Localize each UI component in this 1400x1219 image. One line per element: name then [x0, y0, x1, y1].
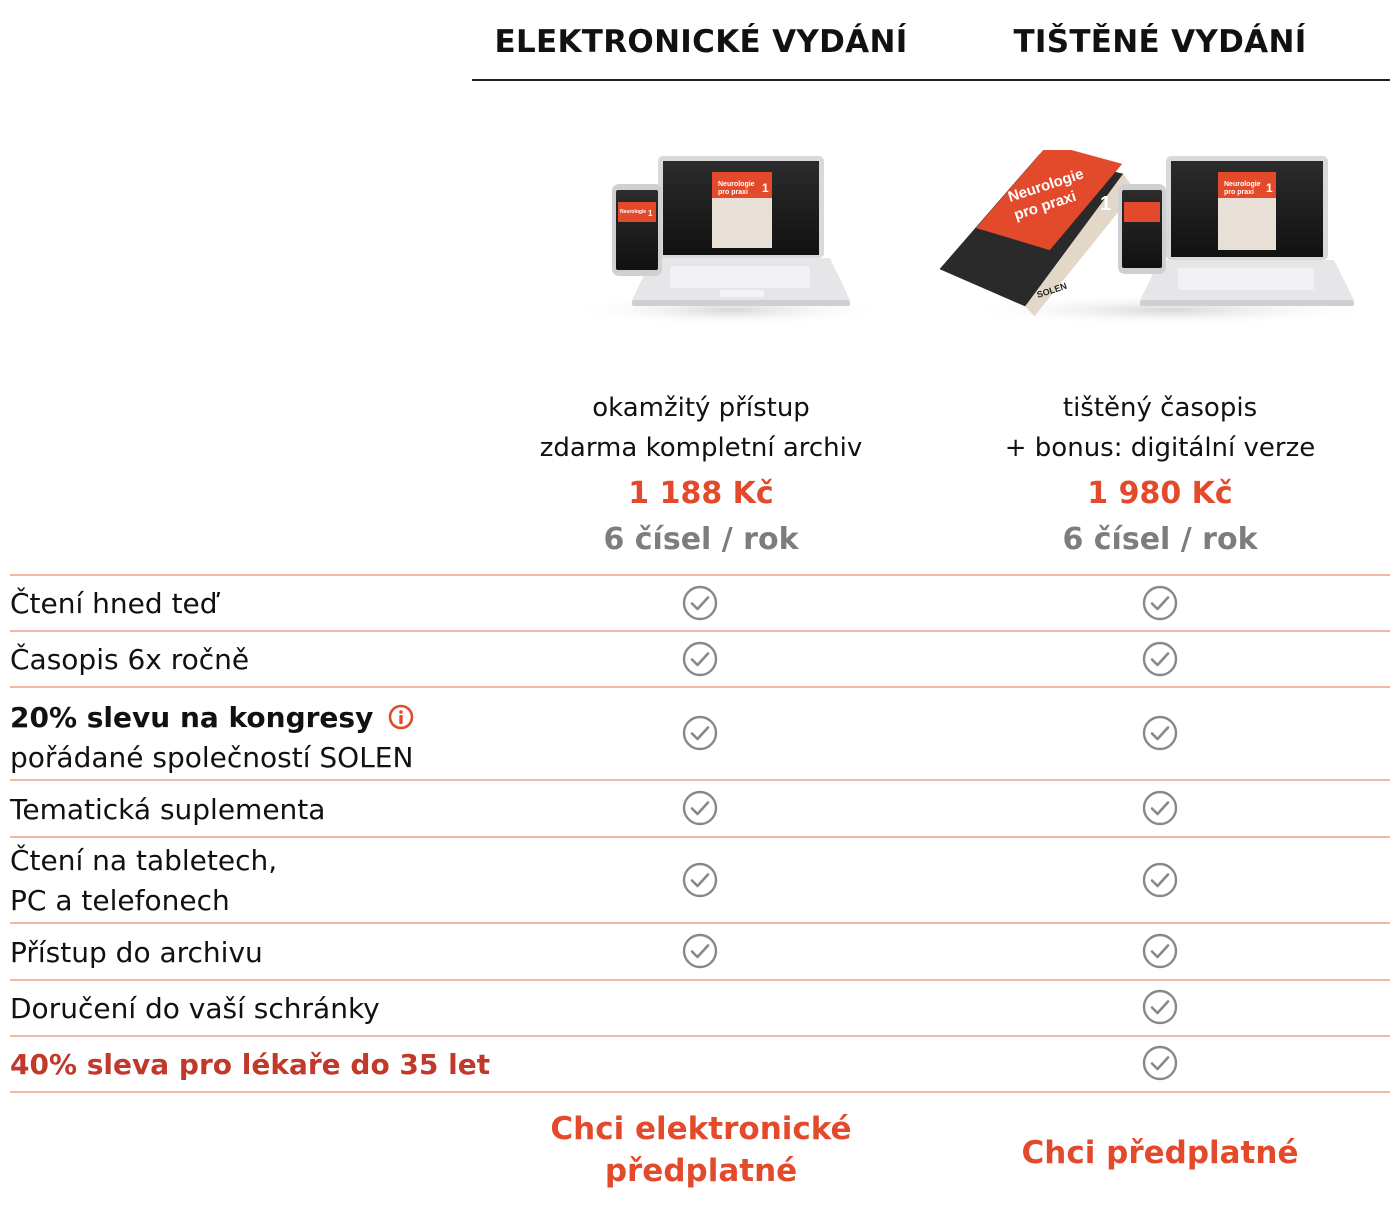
row-divider: [10, 979, 1390, 981]
svg-text:1: 1: [762, 181, 769, 195]
row-divider: [10, 574, 1390, 576]
svg-text:1: 1: [1266, 181, 1273, 195]
print-edition-heading: TIŠTĚNÉ VYDÁNÍ: [1013, 24, 1307, 60]
check-icon: [682, 715, 718, 751]
row-divider: [10, 1035, 1390, 1037]
check-icon: [1142, 715, 1178, 751]
svg-text:pro praxi: pro praxi: [1224, 189, 1254, 196]
electronic-plan-price: 1 188 Kč: [628, 476, 774, 511]
electronic-plan-desc-line1: okamžitý přístup: [592, 393, 810, 423]
feature-label-young-doctor-discount: 40% sleva pro lékaře do 35 let: [10, 1048, 491, 1081]
print-edition-bundle-image: Neurologie pro praxi 1 Neurologie pro pr…: [939, 150, 1380, 326]
subscribe-electronic-link[interactable]: Chci elektronické předplatné: [550, 1111, 852, 1189]
check-icon: [1142, 862, 1178, 898]
feature-label-magazine-6x: Časopis 6x ročně: [10, 643, 250, 676]
svg-text:Neurologie: Neurologie: [1224, 181, 1261, 188]
check-icon: [1142, 790, 1178, 826]
feature-label-devices: Čtení na tabletech, PC a telefonech: [10, 844, 278, 917]
svg-text:1: 1: [648, 209, 653, 218]
print-plan-desc-line1: tištěný časopis: [1062, 393, 1258, 423]
row-divider: [10, 836, 1390, 838]
check-icon: [682, 862, 718, 898]
feature-label-congress-discount: 20% slevu na kongresy pořádané společnos…: [10, 698, 414, 778]
row-divider: [10, 630, 1390, 632]
electronic-plan-summary: okamžitý přístup zdarma kompletní archiv…: [472, 388, 930, 560]
print-plan-desc-line2: + bonus: digitální verze: [1004, 433, 1316, 463]
check-icon: [1142, 933, 1178, 969]
feature-label-delivery: Doručení do vaší schránky: [10, 992, 380, 1025]
check-icon: [682, 641, 718, 677]
svg-text:Neurologie: Neurologie: [620, 209, 646, 215]
feature-label-congress-discount-bold: 20% slevu na kongresy: [10, 701, 374, 734]
header-divider: [472, 79, 1390, 81]
check-icon: [682, 585, 718, 621]
check-icon: [1142, 585, 1178, 621]
info-icon[interactable]: [388, 704, 414, 730]
svg-text:1: 1: [1100, 193, 1111, 215]
row-divider: [10, 1091, 1390, 1093]
print-plan-summary: tištěný časopis + bonus: digitální verze…: [930, 388, 1390, 560]
feature-label-supplements: Tematická suplementa: [10, 793, 326, 826]
electronic-plan-desc-line2: zdarma kompletní archiv: [539, 433, 863, 463]
electronic-edition-heading: ELEKTRONICKÉ VYDÁNÍ: [494, 24, 908, 60]
feature-label-archive: Přístup do archivu: [10, 936, 263, 969]
check-icon: [1142, 989, 1178, 1025]
print-plan-price: 1 980 Kč: [1087, 476, 1233, 511]
check-icon: [1142, 641, 1178, 677]
laptop-magazine-title: Neurologie: [718, 181, 755, 188]
check-icon: [1142, 1045, 1178, 1081]
check-icon: [682, 933, 718, 969]
check-icon: [682, 790, 718, 826]
feature-label-read-now: Čtení hned teď: [10, 587, 218, 620]
row-divider: [10, 779, 1390, 781]
row-divider: [10, 922, 1390, 924]
electronic-plan-issues: 6 čísel / rok: [603, 522, 799, 557]
row-divider: [10, 686, 1390, 688]
feature-label-congress-discount-line2: pořádané společností SOLEN: [10, 741, 414, 774]
print-plan-issues: 6 čísel / rok: [1062, 522, 1258, 557]
subscribe-print-link[interactable]: Chci předplatné: [1021, 1135, 1299, 1171]
svg-text:pro praxi: pro praxi: [718, 189, 748, 196]
electronic-edition-devices-image: Neurologie pro praxi 1 Neurologie 1: [570, 156, 890, 326]
